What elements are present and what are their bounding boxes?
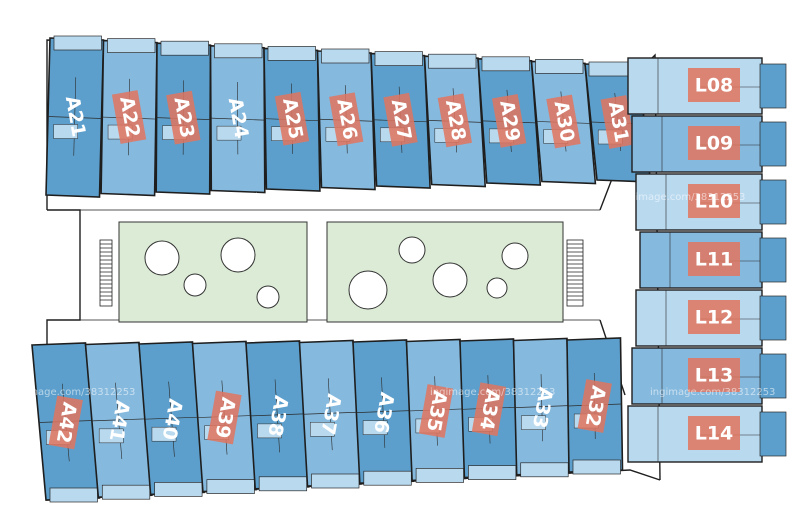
watermark-text: ingimage.com/38312253 xyxy=(430,387,555,398)
unit-highlight xyxy=(111,90,147,144)
unit-label: L13 xyxy=(695,365,734,387)
tree xyxy=(501,242,529,270)
unit-highlight xyxy=(166,90,201,145)
unit-highlight xyxy=(688,300,740,334)
unit-a25[interactable]: A25 xyxy=(263,46,321,192)
unit-l14[interactable]: L14 xyxy=(627,405,787,463)
unit-highlight xyxy=(329,92,364,147)
unit-label: L09 xyxy=(695,133,734,155)
unit-label: L10 xyxy=(695,191,734,213)
unit-a27[interactable]: A27 xyxy=(370,51,431,189)
unit-highlight xyxy=(471,382,507,437)
unit-a28[interactable]: A28 xyxy=(423,53,487,188)
unit-a29[interactable]: A29 xyxy=(477,56,542,186)
unit-a33[interactable]: A33 xyxy=(512,337,572,478)
unit-highlight xyxy=(383,92,418,147)
watermark-text: ingimage.com/38312253 xyxy=(10,387,135,398)
unit-highlight xyxy=(546,94,581,149)
unit-a40[interactable]: A40 xyxy=(138,341,205,497)
tree xyxy=(183,273,207,297)
unit-a24[interactable]: A24 xyxy=(209,43,266,194)
tree xyxy=(144,240,180,276)
unit-highlight xyxy=(207,390,242,445)
unit-a22[interactable]: A22 xyxy=(100,38,158,197)
tree xyxy=(432,262,468,298)
unit-highlight xyxy=(688,358,740,392)
unit-highlight xyxy=(688,242,740,276)
unit-highlight xyxy=(600,95,635,149)
courtyard-lawn-left xyxy=(118,221,308,323)
unit-highlight xyxy=(688,126,740,160)
courtyard xyxy=(118,221,564,323)
tree xyxy=(398,236,426,264)
tree xyxy=(220,237,256,273)
unit-a34[interactable]: A34 xyxy=(459,338,519,480)
stair-left xyxy=(99,239,113,307)
tree xyxy=(256,285,280,309)
unit-highlight xyxy=(688,184,740,218)
tree xyxy=(486,277,508,299)
watermark-layer: ingimage.com/38312253 ingimage.com/383122… xyxy=(10,192,775,398)
unit-highlight xyxy=(688,68,740,102)
unit-a38[interactable]: A38 xyxy=(245,340,310,492)
unit-highlight xyxy=(274,91,310,146)
unit-l10[interactable]: L10 xyxy=(635,173,787,231)
unit-a21[interactable]: A21 xyxy=(45,35,105,198)
unit-label: L11 xyxy=(695,249,734,271)
unit-highlight xyxy=(688,416,740,450)
unit-a39[interactable]: A39 xyxy=(191,340,258,494)
unit-label: L14 xyxy=(695,423,734,445)
unit-label: L08 xyxy=(695,75,734,97)
unit-a35[interactable]: A35 xyxy=(405,338,467,483)
unit-highlight xyxy=(418,384,454,438)
unit-label: L12 xyxy=(695,307,734,329)
unit-a32[interactable]: A32 xyxy=(566,337,624,475)
unit-a42[interactable]: A42 xyxy=(31,342,101,503)
watermark-text: ingimage.com/38312253 xyxy=(620,192,745,203)
unit-a37[interactable]: A37 xyxy=(298,339,362,489)
unit-highlight xyxy=(492,94,527,148)
unit-l13[interactable]: L13 xyxy=(631,347,787,405)
watermark-text: ingimage.com/38312253 xyxy=(255,192,380,203)
courtyard-trees xyxy=(144,236,529,310)
unit-l09[interactable]: L09 xyxy=(631,115,787,173)
unit-highlight xyxy=(437,93,472,148)
unit-highlight xyxy=(48,395,83,450)
unit-l08[interactable]: L08 xyxy=(627,57,787,115)
unit-a26[interactable]: A26 xyxy=(316,48,376,191)
unit-l11[interactable]: L11 xyxy=(639,231,787,289)
unit-a30[interactable]: A30 xyxy=(530,59,597,185)
stair-right xyxy=(566,239,584,307)
unit-highlight xyxy=(577,379,612,433)
unit-a23[interactable]: A23 xyxy=(155,40,212,195)
unit-a36[interactable]: A36 xyxy=(352,339,415,486)
tree xyxy=(348,270,388,310)
watermark-text: ingimage.com/38312253 xyxy=(650,387,775,398)
unit-a41[interactable]: A41 xyxy=(84,341,153,500)
unit-l12[interactable]: L12 xyxy=(635,289,787,347)
